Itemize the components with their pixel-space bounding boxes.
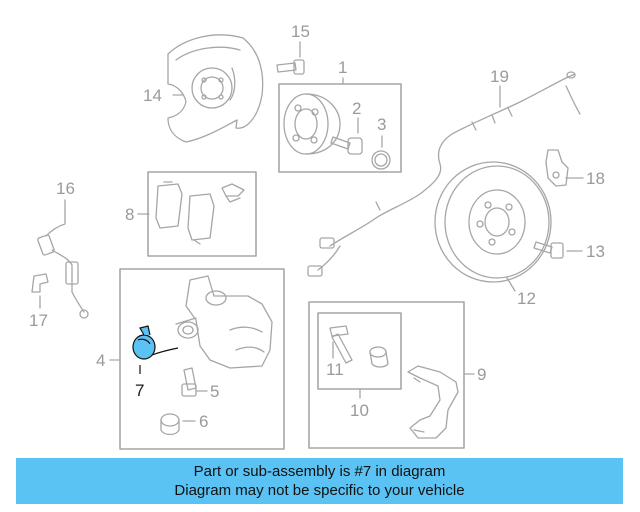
callout-1: 1	[338, 58, 348, 77]
cap-part-6	[160, 413, 180, 436]
banner-line-disclaimer: Diagram may not be specific to your vehi…	[174, 482, 465, 499]
caliper-part-4	[175, 275, 273, 369]
callout-6: 6	[199, 412, 209, 431]
group-box-9	[308, 301, 465, 449]
callout-17: 17	[29, 311, 48, 330]
callout-7-highlighted: 7	[135, 381, 145, 400]
banner-line-part-number: Part or sub-assembly is #7 in diagram	[193, 463, 446, 480]
group-box-8	[147, 171, 257, 257]
hub-part-1	[283, 93, 341, 155]
bolt-part-13	[533, 241, 564, 259]
sensor-part-18	[545, 149, 569, 187]
callout-19: 19	[490, 67, 509, 86]
dust-shield-part-14	[167, 34, 264, 143]
bolt-part-15	[276, 59, 305, 75]
callout-13: 13	[586, 242, 605, 261]
cap-part-3	[371, 150, 391, 170]
brake-hose-part-16	[37, 213, 89, 319]
callout-12: 12	[517, 289, 536, 308]
group-box-1	[278, 83, 402, 173]
guide-pin-part-11	[329, 325, 389, 368]
brake-pads-part-8	[155, 181, 245, 245]
callout-8: 8	[125, 205, 135, 224]
callout-15: 15	[291, 22, 310, 41]
bleeder-part-5	[181, 367, 197, 397]
callout-10: 10	[350, 401, 369, 420]
callout-4: 4	[96, 351, 106, 370]
spring-part-7-highlighted	[132, 325, 179, 360]
callout-11: 11	[326, 360, 344, 379]
callout-16: 16	[56, 179, 75, 198]
callout-5: 5	[210, 382, 220, 401]
group-box-4	[119, 268, 285, 450]
axle-bolt-part-2	[330, 136, 363, 155]
callout-3: 3	[377, 115, 387, 134]
bracket-part-9	[407, 365, 459, 439]
brake-rotor-part-12	[434, 161, 552, 283]
callout-9: 9	[477, 365, 487, 384]
callout-2: 2	[352, 99, 362, 118]
clip-part-17	[31, 273, 49, 293]
sensor-cable-part-19	[307, 71, 581, 277]
callout-14: 14	[143, 86, 162, 105]
info-banner: Part or sub-assembly is #7 in diagram Di…	[16, 458, 623, 504]
callout-18: 18	[586, 169, 605, 188]
